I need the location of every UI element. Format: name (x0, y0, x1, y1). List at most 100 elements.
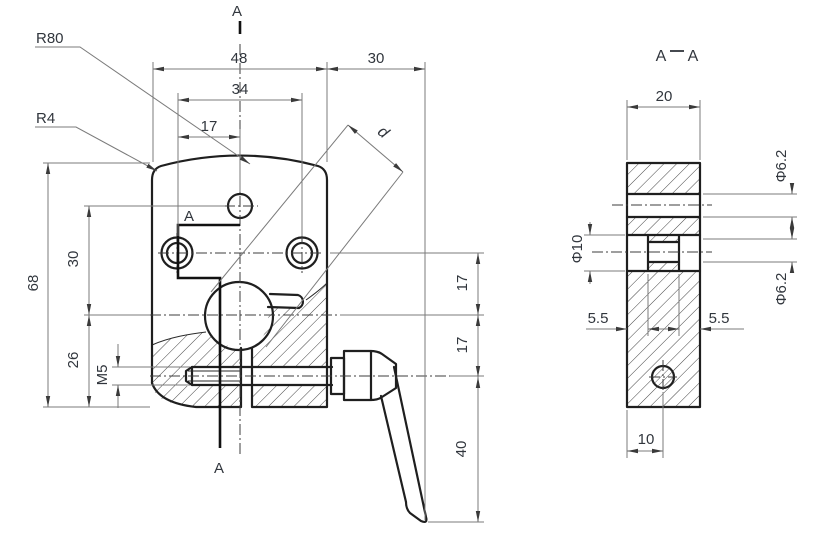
arrowhead (475, 511, 481, 522)
break-line-left (151, 331, 207, 346)
hatch-right-region (252, 283, 327, 407)
section-through-hole-edges (646, 240, 681, 264)
arrowhead (789, 228, 795, 239)
arrowhead (178, 134, 189, 140)
hatch-band-1 (627, 163, 700, 194)
section-cbore-edges (625, 233, 702, 273)
arrowhead (86, 304, 92, 315)
hatch-left-region (152, 332, 241, 407)
section-ext-top (626, 100, 701, 160)
clamp-bore (203, 280, 275, 352)
dimline-bore-dia (347, 124, 404, 173)
dimension-arrowheads (45, 66, 795, 522)
arrowhead (475, 315, 481, 326)
dim-counterbore-dia: Φ10 (569, 235, 586, 264)
dim-handle-drop: 40 (453, 441, 470, 458)
hatch-web-top (648, 235, 679, 242)
dim-cbore-depth-left: 5.5 (588, 310, 609, 327)
leader-r4 (35, 126, 158, 172)
arrowhead (627, 104, 638, 110)
section-title-left: A (656, 48, 667, 65)
dim-thread: M5 (94, 365, 111, 386)
arrowhead (475, 377, 481, 388)
front-view: A A A R80 R4 (25, 3, 484, 523)
dim-upper-height: 30 (65, 251, 82, 268)
arrowhead (475, 366, 481, 377)
arrowhead (652, 448, 663, 454)
arrowhead (86, 315, 92, 326)
screw-shaft (190, 365, 334, 387)
section-ext-left (584, 234, 625, 272)
dim-thickness: 20 (656, 88, 673, 105)
dim-right-lower: 17 (454, 337, 471, 354)
section-ext-right (703, 193, 797, 263)
front-dimension-labels: 48 30 34 17 d 68 30 26 M5 17 17 40 (25, 50, 471, 457)
cutting-plane-offset-path (176, 223, 240, 448)
section-title: A A (656, 48, 699, 65)
dim-through-hole-dia: Φ6.2 (773, 273, 790, 306)
dim-overall-height: 68 (25, 275, 42, 292)
arrowhead (86, 206, 92, 217)
section-extension-lines (584, 100, 797, 458)
clamp-screw-lever (184, 349, 428, 523)
arrowhead (86, 396, 92, 407)
arrowhead (45, 396, 51, 407)
plate-outline-left-bottom (150, 346, 243, 409)
ext-lines-right (330, 252, 484, 523)
section-marker-mid: A (184, 208, 194, 225)
hatch-web-bottom (648, 262, 679, 271)
arrowhead (668, 326, 679, 332)
dim-cbore-depth-right: 5.5 (709, 310, 730, 327)
radius-label-r4: R4 (36, 110, 55, 127)
cutting-plane: A A A (176, 3, 242, 477)
arrowhead (789, 217, 795, 228)
arrowhead (45, 163, 51, 174)
arrowhead (229, 134, 240, 140)
radius-label-r80: R80 (36, 30, 64, 47)
ext-lines-bore-dia (210, 124, 404, 348)
dim-bore-dia: d (374, 123, 393, 142)
arrowhead (291, 97, 302, 103)
lever-knob (342, 349, 398, 402)
section-top-hole-edges (625, 192, 702, 219)
arrowhead (239, 156, 250, 164)
arrowhead (616, 326, 627, 332)
arrowhead (700, 326, 711, 332)
break-line-right (305, 282, 328, 301)
arrowhead (789, 183, 795, 194)
section-dimension-labels: 20 Φ6.2 Φ6.2 Φ10 5.5 5.5 10 (569, 88, 790, 448)
arrowhead (115, 356, 121, 367)
dim-top-hole-dia: Φ6.2 (773, 150, 790, 183)
arrowhead (689, 104, 700, 110)
ext-lines-top (152, 62, 426, 520)
section-hatching (627, 163, 700, 407)
lever-arm (379, 365, 428, 523)
front-extension-lines (43, 62, 484, 523)
dim-right-upper: 17 (454, 275, 471, 292)
arrowhead (115, 385, 121, 396)
arrowhead (414, 66, 425, 72)
dim-pin-offset: 10 (638, 431, 655, 448)
arrowhead (146, 163, 157, 171)
arrowhead (587, 224, 593, 235)
arrowhead (475, 253, 481, 264)
section-centerlines (592, 204, 712, 394)
arrowhead (587, 271, 593, 282)
dim-hole-offset: 17 (201, 118, 218, 135)
section-title-right: A (688, 48, 699, 65)
section-marker-top: A (232, 3, 242, 20)
dim-hole-spacing: 34 (232, 81, 249, 98)
arrowhead (316, 66, 327, 72)
arrowhead (648, 326, 659, 332)
section-view: A A (569, 48, 797, 458)
leader-r80 (35, 46, 251, 165)
section-ext-depth (647, 274, 680, 336)
dim-lower-height: 26 (65, 352, 82, 369)
section-ext-pin (626, 392, 664, 458)
arrowhead (178, 97, 189, 103)
arrowhead (627, 448, 638, 454)
arrowhead (393, 163, 403, 172)
dim-overall-width: 48 (231, 50, 248, 67)
